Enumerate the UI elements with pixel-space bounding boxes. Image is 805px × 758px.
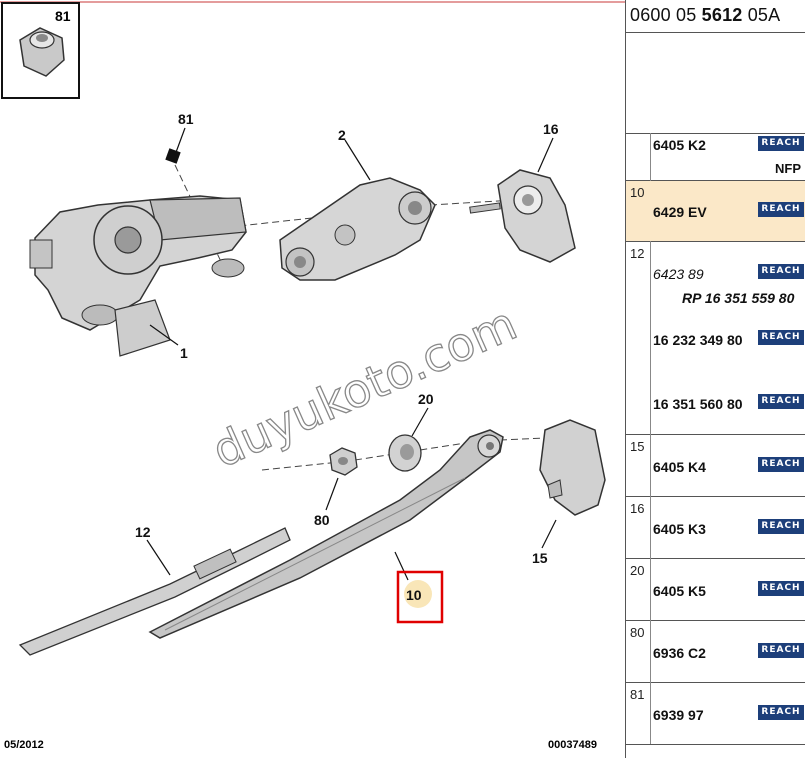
highlight-box-10 xyxy=(396,570,444,624)
nut-80 xyxy=(329,447,358,476)
part-number: 6936 C2 xyxy=(653,645,706,661)
callout-80: 80 xyxy=(314,512,330,528)
reach-badge: REACH xyxy=(758,136,804,151)
ref-number: 81 xyxy=(630,687,645,702)
catalog-code: 0600 05 5612 05A xyxy=(630,5,781,25)
wiper-arm xyxy=(148,429,504,639)
callout-12: 12 xyxy=(135,524,151,540)
sub-part-number: RP 16 351 559 80 xyxy=(682,290,795,306)
ref-number: 10 xyxy=(630,185,645,200)
ref-number: 15 xyxy=(630,439,645,454)
part-number: 6405 K3 xyxy=(653,521,706,537)
reach-badge: REACH xyxy=(758,264,804,279)
part-number: 6939 97 xyxy=(653,707,704,723)
callout-16: 16 xyxy=(543,121,559,137)
parts-list-panel: 0600 05 5612 05A 6405 K2 REACH NFP 10 64… xyxy=(625,0,805,758)
callout-15: 15 xyxy=(532,550,548,566)
motor-bracket xyxy=(279,177,436,281)
callout-20: 20 xyxy=(418,391,434,407)
nfp-label: NFP xyxy=(775,161,801,176)
doc-number: 00037489 xyxy=(548,739,597,751)
part-number: 6423 89 xyxy=(653,266,704,282)
ref-number: 80 xyxy=(630,625,645,640)
reach-badge: REACH xyxy=(758,202,804,217)
washer-20 xyxy=(388,434,422,472)
reach-badge: REACH xyxy=(758,643,804,658)
ref-number: 12 xyxy=(630,246,645,261)
callout-2: 2 xyxy=(338,127,346,143)
spindle-seal xyxy=(469,169,576,263)
callout-81-inset: 81 xyxy=(55,8,71,24)
reach-badge: REACH xyxy=(758,394,804,409)
parts-diagram: 81 xyxy=(0,1,625,751)
callout-81: 81 xyxy=(178,111,194,127)
ref-number: 20 xyxy=(630,563,645,578)
part-number: 6429 EV xyxy=(653,204,707,220)
wiper-motor xyxy=(29,195,247,357)
reach-badge: REACH xyxy=(758,705,804,720)
callout-1: 1 xyxy=(180,345,188,361)
reach-badge: REACH xyxy=(758,330,804,345)
reach-badge: REACH xyxy=(758,519,804,534)
part-number: 6405 K5 xyxy=(653,583,706,599)
part-number: 6405 K4 xyxy=(653,459,706,475)
date-label: 05/2012 xyxy=(4,739,44,751)
ref-number: 16 xyxy=(630,501,645,516)
inset-nut-81: 81 xyxy=(1,2,80,99)
arm-cover xyxy=(539,419,606,516)
sub-part-number: 16 232 349 80 xyxy=(653,332,743,348)
reach-badge: REACH xyxy=(758,581,804,596)
callout-10: 10 xyxy=(406,587,422,603)
highlight-spot-10 xyxy=(404,580,432,608)
part-number: 6405 K2 xyxy=(653,137,706,153)
cap-81 xyxy=(165,148,181,164)
wiper-blade xyxy=(18,527,291,656)
sub-part-number: 16 351 560 80 xyxy=(653,396,743,412)
reach-badge: REACH xyxy=(758,457,804,472)
